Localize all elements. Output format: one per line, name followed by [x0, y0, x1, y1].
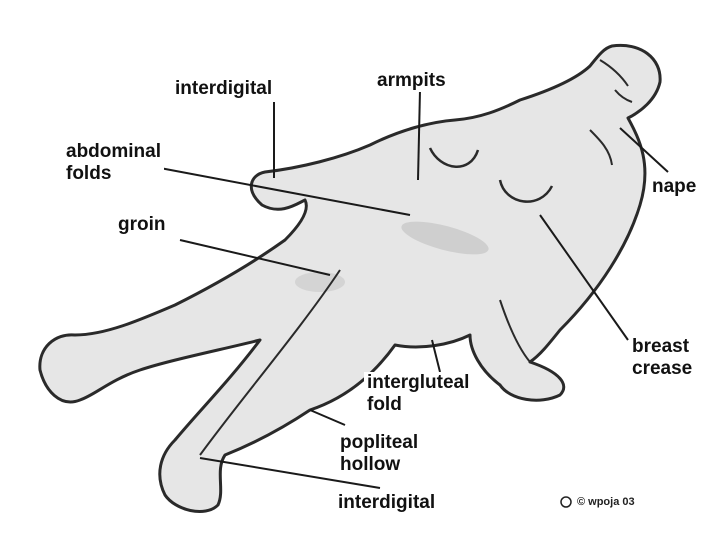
label-interdigital-hand: interdigital — [172, 78, 275, 100]
label-interdigital-foot: interdigital — [335, 492, 438, 514]
label-nape: nape — [649, 176, 699, 198]
label-groin: groin — [115, 214, 169, 236]
artist-credit: © wpoja 03 — [574, 496, 638, 508]
label-breast-crease: breast crease — [629, 336, 695, 380]
label-popliteal-hollow: popliteal hollow — [337, 432, 421, 476]
label-abdominal-folds: abdominal folds — [63, 141, 164, 185]
label-armpits: armpits — [374, 70, 449, 92]
leader-popliteal — [310, 410, 345, 425]
label-intergluteal-fold: intergluteal fold — [364, 372, 472, 416]
copyright-symbol-icon — [561, 497, 571, 507]
